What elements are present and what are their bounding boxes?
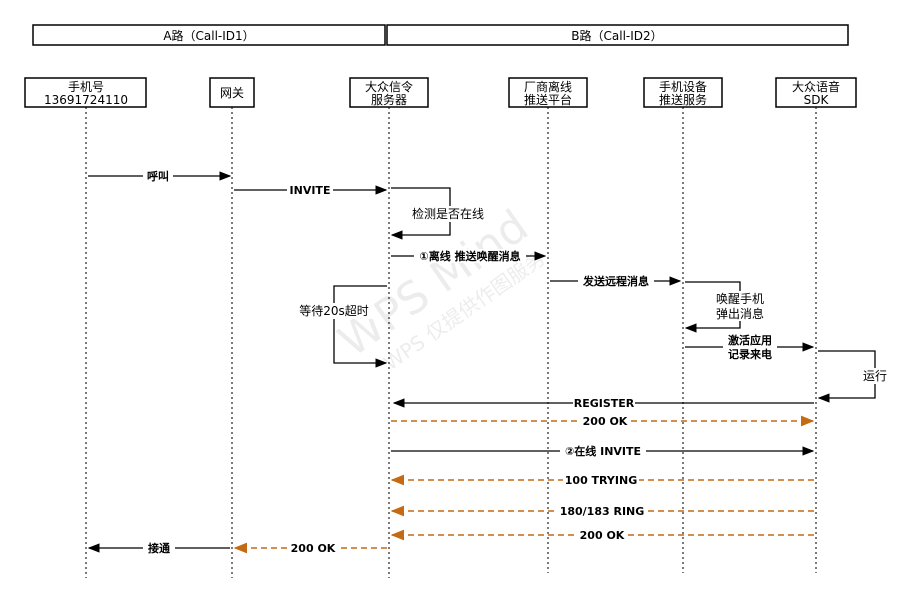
participant-sdk-line2: SDK bbox=[804, 93, 830, 107]
message-200ok-answer-label: 200 OK bbox=[580, 529, 625, 542]
message-200ok-register-label: 200 OK bbox=[583, 415, 628, 428]
participant-device-push: 手机设备 推送服务 bbox=[643, 77, 723, 108]
self-check-online-label: 检测是否在线 bbox=[412, 206, 484, 221]
participant-phone-number: 13691724110 bbox=[44, 93, 128, 107]
message-offline-push: ①离线 推送唤醒消息 bbox=[391, 249, 547, 263]
message-200ok-gateway: 200 OK bbox=[233, 541, 387, 555]
self-wait-timeout-label: 等待20s超时 bbox=[299, 303, 369, 318]
message-online-invite-label: ②在线 INVITE bbox=[565, 444, 641, 458]
message-online-invite: ②在线 INVITE bbox=[391, 444, 815, 458]
participant-vendor-push: 厂商离线 推送平台 bbox=[508, 77, 588, 108]
message-200ok-gateway-label: 200 OK bbox=[291, 542, 336, 555]
message-invite: INVITE bbox=[234, 183, 388, 197]
participant-vendor-push-line1: 厂商离线 bbox=[524, 79, 572, 94]
route-header-a-label: A路（Call-ID1） bbox=[163, 28, 254, 43]
message-200ok-answer: 200 OK bbox=[390, 528, 814, 542]
message-ring: 180/183 RING bbox=[390, 504, 814, 518]
participant-signaling-line2: 服务器 bbox=[371, 92, 407, 107]
message-trying-label: 100 TRYING bbox=[565, 474, 637, 487]
participant-gateway: 网关 bbox=[209, 77, 255, 108]
participant-vendor-push-line2: 推送平台 bbox=[524, 92, 572, 107]
message-activate-line2: 记录来电 bbox=[728, 347, 772, 361]
participant-gateway-name: 网关 bbox=[220, 86, 244, 100]
participant-device-push-line1: 手机设备 bbox=[659, 80, 707, 94]
message-activate-line1: 激活应用 bbox=[728, 333, 772, 347]
route-header-b-label: B路（Call-ID2） bbox=[571, 28, 662, 43]
participant-sdk-line1: 大众语音 bbox=[792, 79, 840, 94]
self-wake-phone-line2: 弹出消息 bbox=[716, 306, 764, 321]
message-register: REGISTER bbox=[392, 396, 814, 410]
watermark: WPS Mind WPS 仅提供作图服务 bbox=[330, 200, 550, 375]
message-call-label: 呼叫 bbox=[147, 169, 169, 183]
message-connected: 接通 bbox=[87, 541, 230, 555]
self-wait-timeout: 等待20s超时 bbox=[294, 285, 388, 368]
message-send-remote: 发送远程消息 bbox=[550, 274, 682, 288]
message-200ok-register: 200 OK bbox=[391, 414, 815, 428]
participant-sdk: 大众语音 SDK bbox=[775, 77, 857, 108]
message-invite-label: INVITE bbox=[290, 184, 331, 197]
participant-phone-name: 手机号 bbox=[68, 80, 104, 94]
message-send-remote-label: 发送远程消息 bbox=[582, 274, 649, 288]
self-run: 运行 bbox=[817, 350, 891, 403]
message-activate-app: 激活应用 记录来电 bbox=[685, 332, 815, 362]
participant-device-push-line2: 推送服务 bbox=[659, 92, 707, 107]
message-call: 呼叫 bbox=[88, 169, 232, 183]
message-connected-label: 接通 bbox=[148, 541, 170, 555]
participant-signaling-line1: 大众信令 bbox=[365, 79, 413, 94]
route-header-a: A路（Call-ID1） bbox=[32, 24, 386, 46]
self-wake-phone: 唤醒手机 弹出消息 bbox=[684, 281, 769, 333]
message-offline-push-label: ①离线 推送唤醒消息 bbox=[419, 249, 520, 263]
participant-phone: 手机号 13691724110 bbox=[24, 77, 147, 108]
self-wake-phone-line1: 唤醒手机 bbox=[716, 292, 764, 306]
participant-signaling: 大众信令 服务器 bbox=[349, 77, 429, 108]
message-register-label: REGISTER bbox=[574, 397, 635, 410]
route-header-b: B路（Call-ID2） bbox=[386, 24, 849, 46]
message-ring-label: 180/183 RING bbox=[560, 505, 645, 518]
self-check-online: 检测是否在线 bbox=[390, 187, 486, 240]
message-trying: 100 TRYING bbox=[390, 473, 814, 487]
self-run-label: 运行 bbox=[863, 369, 887, 383]
